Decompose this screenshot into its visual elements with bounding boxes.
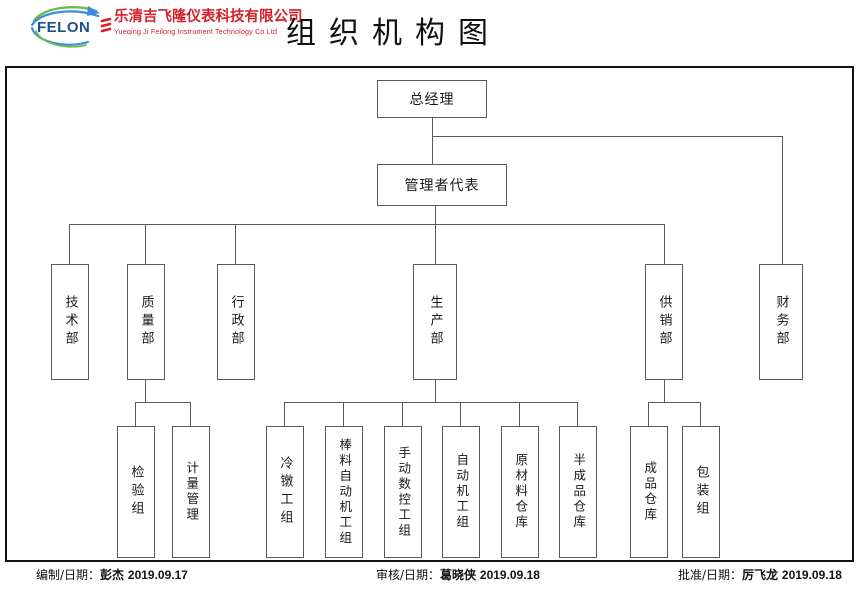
connector-drop-inspection xyxy=(135,402,136,426)
node-quality-department[interactable]: 质量部 xyxy=(127,264,165,380)
node-sales-department[interactable]: 供销部 xyxy=(645,264,683,380)
connector-production-bus xyxy=(284,402,577,403)
node-label: 手动数控工组 xyxy=(396,445,412,539)
node-label: 棒料自动机工组 xyxy=(337,437,353,547)
node-general-manager[interactable]: 总经理 xyxy=(377,80,487,118)
node-label: 成品仓库 xyxy=(642,461,658,523)
node-automatic-machine-group[interactable]: 自动机工组 xyxy=(442,426,480,558)
node-label: 冷镦工组 xyxy=(277,456,293,528)
node-label: 包装组 xyxy=(693,465,709,519)
node-technical-department[interactable]: 技术部 xyxy=(51,264,89,380)
footer-reviewed-date: 2019.09.18 xyxy=(479,568,540,582)
node-inspection-group[interactable]: 检验组 xyxy=(117,426,155,558)
connector-department-bus xyxy=(69,224,664,225)
connector-drop-quality xyxy=(145,224,146,264)
node-management-representative[interactable]: 管理者代表 xyxy=(377,164,507,206)
node-label: 总经理 xyxy=(409,92,455,108)
connector-quality-down xyxy=(145,380,146,402)
footer-prepared-label: 编制/日期： xyxy=(36,568,101,582)
node-finished-goods-warehouse[interactable]: 成品仓库 xyxy=(630,426,668,558)
node-administrative-department[interactable]: 行政部 xyxy=(217,264,255,380)
connector-drop-cold-heading xyxy=(284,402,285,426)
node-label: 计量管理 xyxy=(184,461,200,523)
footer-reviewed-name: 葛晓侠 xyxy=(440,568,477,582)
node-label: 财务部 xyxy=(773,295,789,349)
node-bar-automatic-machine-group[interactable]: 棒料自动机工组 xyxy=(325,426,363,558)
node-packaging-group[interactable]: 包装组 xyxy=(682,426,720,558)
connector-sales-down xyxy=(664,380,665,402)
connector-drop-finished-warehouse xyxy=(648,402,649,426)
connector-drop-manual-cnc xyxy=(402,402,403,426)
node-label: 供销部 xyxy=(656,295,672,349)
footer-prepared-date: 2019.09.17 xyxy=(127,568,188,582)
node-label: 行政部 xyxy=(228,295,244,349)
page-header: FELON 乐清吉飞隆仪表科技有限公司 Yueqing Ji Feilong I… xyxy=(0,0,860,60)
footer-approved-name: 厉飞龙 xyxy=(742,568,779,582)
node-metrology-management[interactable]: 计量管理 xyxy=(172,426,210,558)
node-raw-material-warehouse[interactable]: 原材料仓库 xyxy=(501,426,539,558)
node-label: 质量部 xyxy=(138,295,154,349)
node-manual-cnc-group[interactable]: 手动数控工组 xyxy=(384,426,422,558)
node-label: 管理者代表 xyxy=(404,178,480,194)
svg-text:FELON: FELON xyxy=(37,19,90,36)
company-name-cn: 乐清吉飞隆仪表科技有限公司 xyxy=(114,9,303,25)
node-production-department[interactable]: 生产部 xyxy=(413,264,457,380)
node-label: 技术部 xyxy=(62,295,78,349)
node-label: 原材料仓库 xyxy=(513,453,529,531)
footer-approved-date: 2019.09.18 xyxy=(781,568,842,582)
footer-prepared-name: 彭杰 xyxy=(100,568,125,582)
footer-reviewed: 审核/日期：葛晓侠 2019.09.18 xyxy=(376,566,540,583)
node-label: 半成品仓库 xyxy=(571,453,587,531)
connector-drop-semi-warehouse xyxy=(577,402,578,426)
connector-gm-down xyxy=(432,118,433,164)
page-title: 组织机构图 xyxy=(286,16,501,51)
node-finance-department[interactable]: 财务部 xyxy=(759,264,803,380)
node-label: 检验组 xyxy=(128,465,144,519)
connector-drop-technical xyxy=(69,224,70,264)
footer-approved-label: 批准/日期： xyxy=(678,568,743,582)
connector-drop-sales xyxy=(664,224,665,264)
connector-drop-auto-machine xyxy=(460,402,461,426)
connector-drop-packaging xyxy=(700,402,701,426)
node-semi-finished-warehouse[interactable]: 半成品仓库 xyxy=(559,426,597,558)
page-footer: 编制/日期：彭杰 2019.09.17 审核/日期：葛晓侠 2019.09.18… xyxy=(0,566,860,593)
connector-sales-bus xyxy=(648,402,700,403)
node-cold-heading-group[interactable]: 冷镦工组 xyxy=(266,426,304,558)
connector-mr-down xyxy=(435,206,436,224)
company-name-block: 乐清吉飞隆仪表科技有限公司 Yueqing Ji Feilong Instrum… xyxy=(114,9,303,37)
connector-finance-down xyxy=(782,136,783,266)
footer-prepared: 编制/日期：彭杰 2019.09.17 xyxy=(36,566,188,583)
felon-logo: FELON xyxy=(26,4,118,50)
connector-drop-bar-auto xyxy=(343,402,344,426)
node-label: 自动机工组 xyxy=(454,453,470,531)
connector-drop-raw-warehouse xyxy=(519,402,520,426)
connector-production-down xyxy=(435,380,436,402)
node-label: 生产部 xyxy=(427,295,443,349)
footer-approved: 批准/日期：厉飞龙 2019.09.18 xyxy=(678,566,842,583)
connector-quality-bus xyxy=(135,402,190,403)
connector-gm-to-finance-h xyxy=(432,136,782,137)
connector-drop-production xyxy=(435,224,436,264)
connector-drop-administrative xyxy=(235,224,236,264)
footer-reviewed-label: 审核/日期： xyxy=(376,568,441,582)
org-chart-frame: 总经理 管理者代表 技术部 质量部 行政部 生产部 供销部 财务部 检验组 xyxy=(5,66,854,562)
company-name-en: Yueqing Ji Feilong Instrument Technology… xyxy=(114,27,278,36)
connector-drop-metrology xyxy=(190,402,191,426)
